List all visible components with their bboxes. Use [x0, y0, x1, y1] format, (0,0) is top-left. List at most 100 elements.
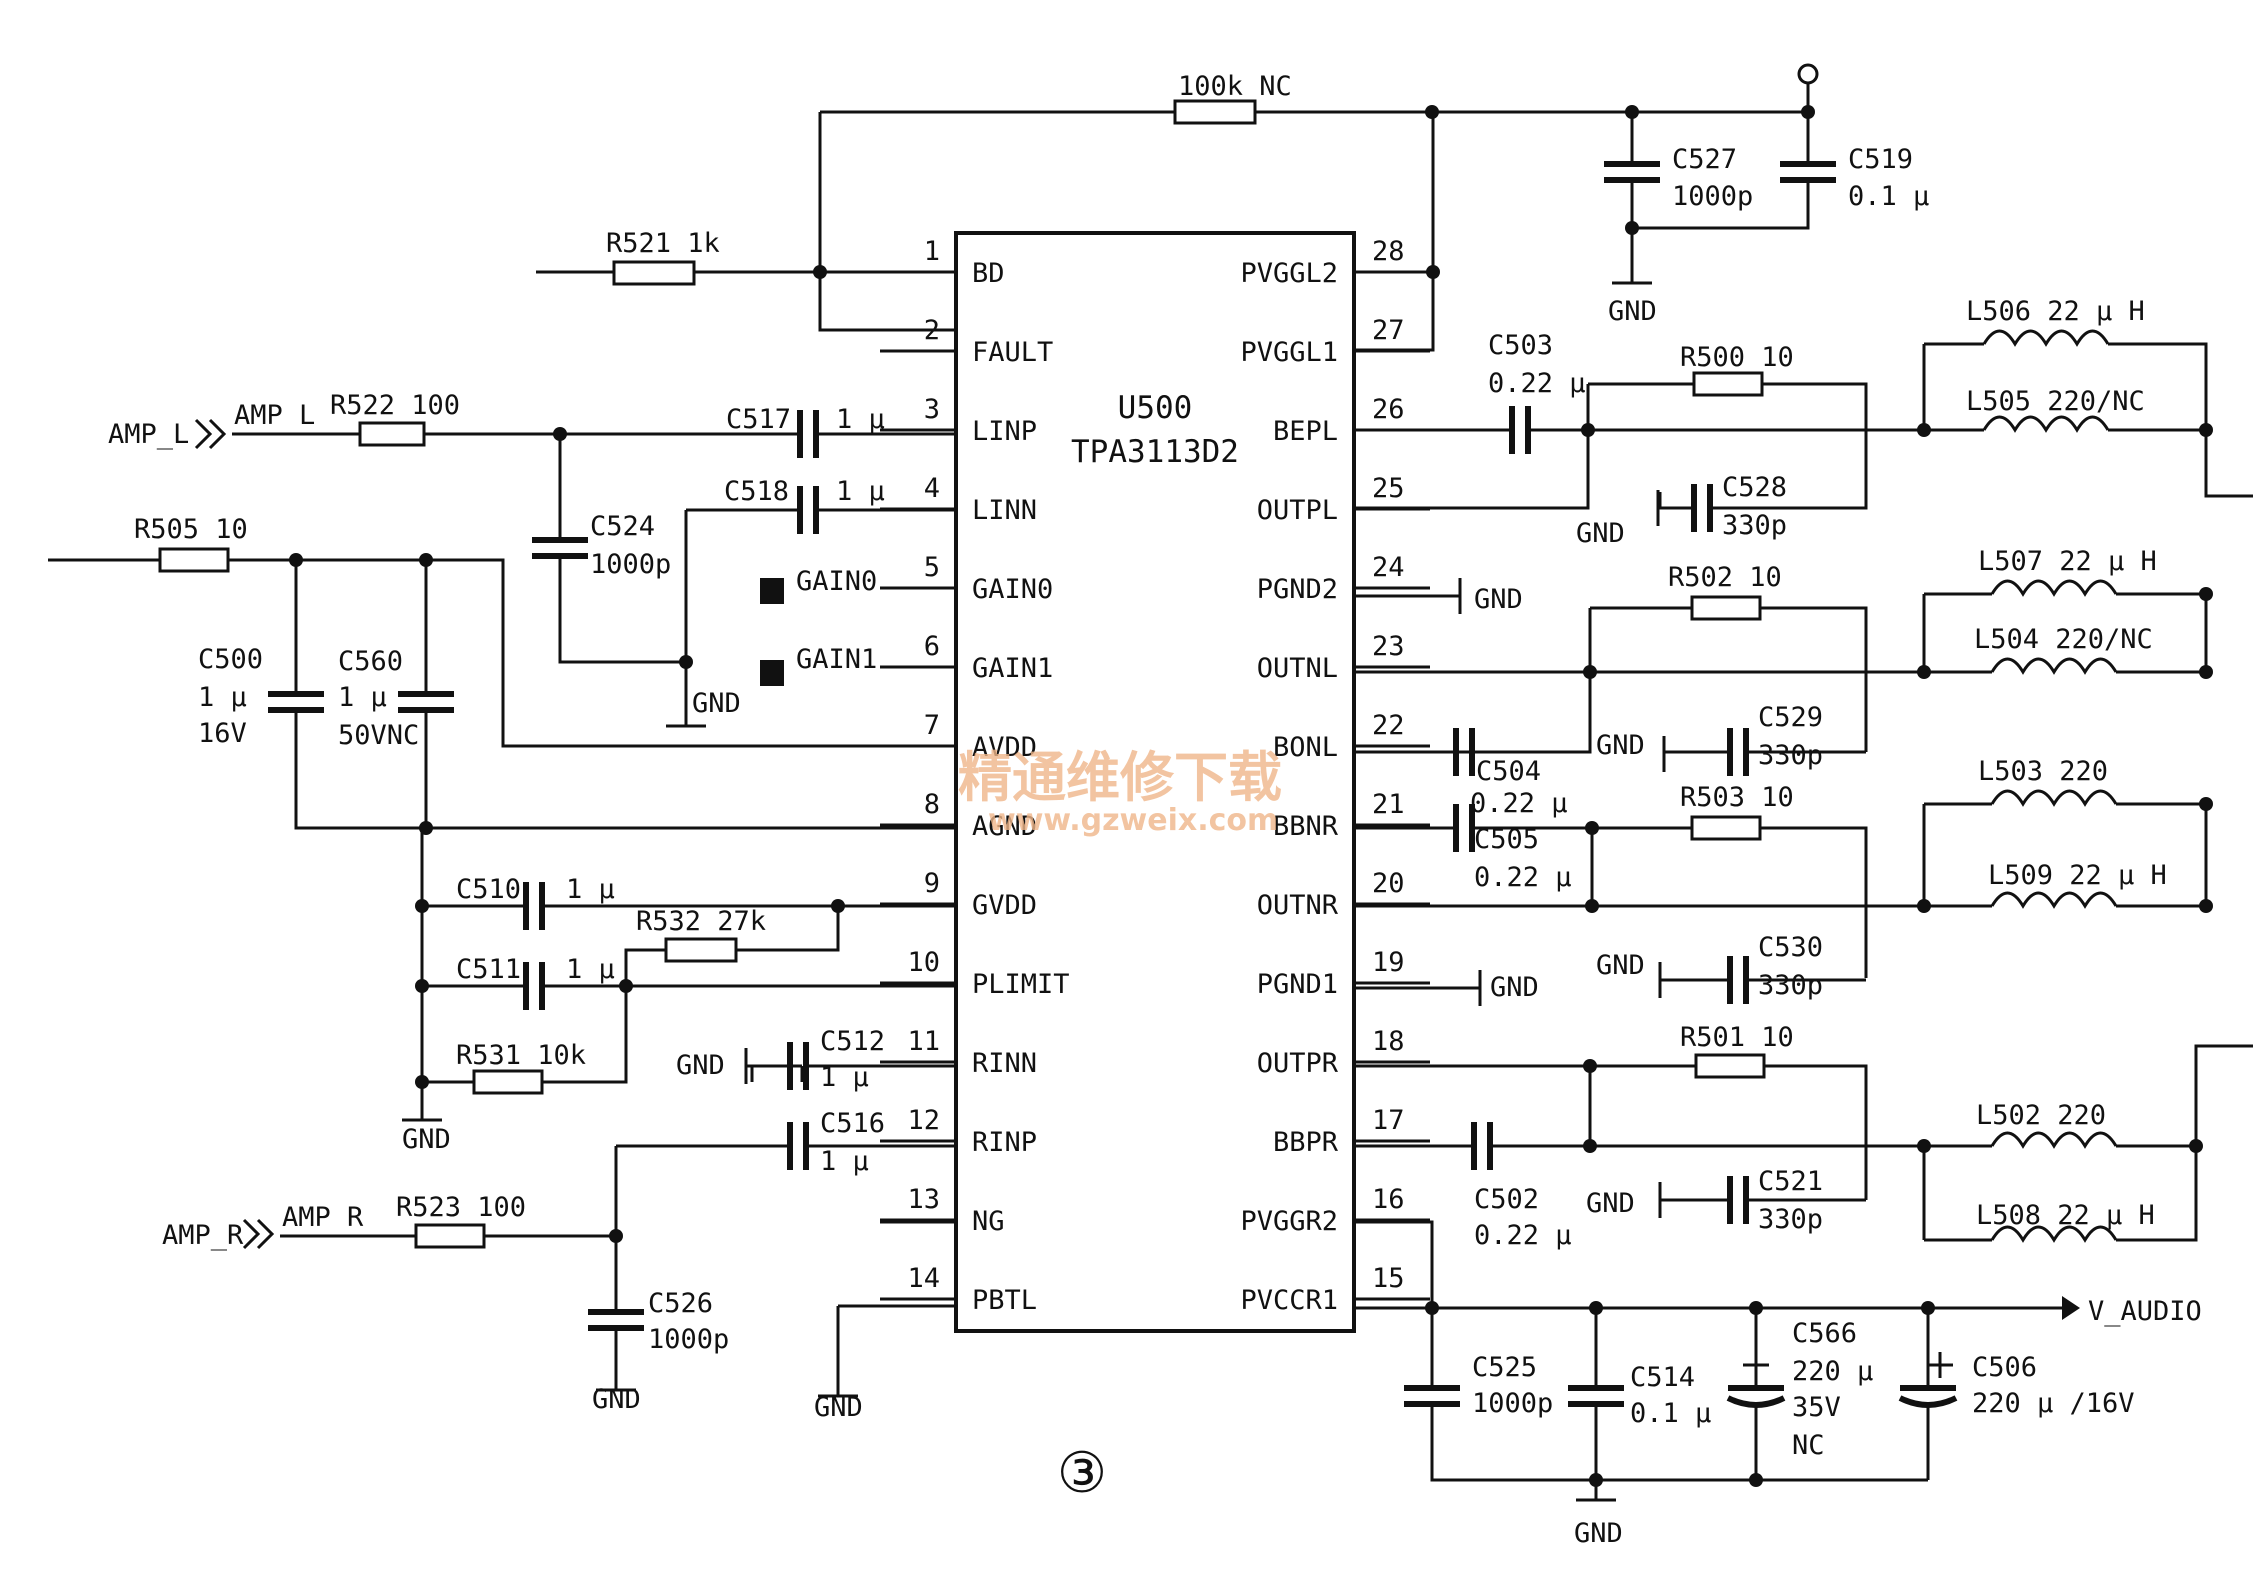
label-c519: C519 — [1848, 144, 1913, 175]
label-c524-value: 1000p — [590, 549, 671, 580]
resistor-100k-nc — [1173, 99, 1257, 125]
pin-name: PGND2 — [1257, 574, 1338, 605]
label-r523: R523 100 — [396, 1192, 526, 1223]
label-r521: R521 1k — [606, 228, 720, 259]
label-c502-value: 0.22 µ — [1474, 1220, 1572, 1251]
label-amp-l-port: AMP_L — [108, 419, 189, 450]
label-c516-value: 1 µ — [820, 1146, 869, 1177]
pin-number: 28 — [1372, 236, 1405, 267]
pin-number: 14 — [907, 1263, 940, 1294]
pin-name: BONL — [1273, 732, 1338, 763]
left-output-filter — [1354, 342, 2253, 776]
inductor-l508 — [1990, 1225, 2118, 1243]
pin-number: 17 — [1372, 1105, 1405, 1136]
label-c526: C526 — [648, 1288, 713, 1319]
right-input-network — [242, 1042, 956, 1398]
label-gnd-c529: GND — [1596, 730, 1645, 761]
label-gain0: GAIN0 — [796, 566, 877, 597]
label-l502: L502 220 — [1976, 1100, 2106, 1131]
label-l503: L503 220 — [1978, 756, 2108, 787]
left-pin-group: 1BD2FAULT3LINP4LINN5GAIN06GAIN17AVDD8AGN… — [880, 236, 1070, 1316]
right-pin-group: 28PVGGL227PVGGL126BEPL25OUTPL24PGND223OU… — [1240, 236, 1430, 1316]
label-c529-value: 330p — [1758, 740, 1823, 771]
label-c518: C518 — [724, 476, 789, 507]
label-r503: R503 10 — [1680, 782, 1794, 813]
pin-number: 23 — [1372, 631, 1405, 662]
gain0-pad — [760, 578, 784, 604]
pin-name: PVGGL1 — [1240, 337, 1338, 368]
resistor-r503 — [1690, 815, 1762, 841]
inductor-l505 — [1982, 415, 2110, 433]
pin-name: PBTL — [972, 1285, 1037, 1316]
label-gnd-c521: GND — [1586, 1188, 1635, 1219]
label-gnd-c512: GND — [676, 1050, 725, 1081]
label-v-audio: V_AUDIO — [2088, 1296, 2202, 1327]
label-gnd-linn: GND — [692, 688, 741, 719]
label-c510: C510 — [456, 874, 521, 905]
label-c560: C560 — [338, 646, 403, 677]
label-c512: C512 — [820, 1026, 885, 1057]
label-c521: C521 — [1758, 1166, 1823, 1197]
label-l507: L507 22 µ H — [1978, 546, 2157, 577]
inductor-l506 — [1982, 329, 2110, 347]
label-c517: C517 — [726, 404, 791, 435]
pin-name: AVDD — [972, 732, 1037, 763]
label-c519-value: 0.1 µ — [1848, 181, 1929, 212]
label-r522: R522 100 — [330, 390, 460, 421]
label-c500: C500 — [198, 644, 263, 675]
pin-name: PGND1 — [1257, 969, 1338, 1000]
label-gnd-bottom: GND — [1574, 1518, 1623, 1549]
label-r502: R502 10 — [1668, 562, 1782, 593]
label-r532: R532 27k — [636, 906, 766, 937]
resistor-r505 — [158, 547, 230, 573]
pin-name: OUTNL — [1257, 653, 1338, 684]
label-c525-value: 1000p — [1472, 1388, 1553, 1419]
label-l504: L504 220/NC — [1974, 624, 2153, 655]
pin-number: 6 — [924, 631, 940, 662]
label-c518-value: 1 µ — [836, 476, 885, 507]
pin-name: BEPL — [1273, 416, 1338, 447]
label-gnd-left: GND — [402, 1124, 451, 1155]
pin-number: 10 — [907, 947, 940, 978]
label-c510-value: 1 µ — [566, 874, 615, 905]
pin-name: BD — [972, 258, 1005, 289]
label-c511: C511 — [456, 954, 521, 985]
pin-number: 8 — [924, 789, 940, 820]
pin-name: OUTPR — [1257, 1048, 1339, 1079]
watermark-url: www.gzweix.com — [988, 803, 1278, 838]
label-c516: C516 — [820, 1108, 885, 1139]
label-c524: C524 — [590, 511, 655, 542]
label-c528: C528 — [1722, 472, 1787, 503]
label-c530-value: 330p — [1758, 970, 1823, 1001]
figure-label: ③ — [1057, 1441, 1107, 1506]
pin-number: 19 — [1372, 947, 1405, 978]
pin-name: LINP — [972, 416, 1037, 447]
resistor-r501 — [1694, 1053, 1766, 1079]
label-gnd-pgnd2: GND — [1474, 584, 1523, 615]
pin-name: FAULT — [972, 337, 1053, 368]
label-c521-value: 330p — [1758, 1204, 1823, 1235]
pin-name: RINP — [972, 1127, 1037, 1158]
u500-chip-body — [954, 231, 1356, 1333]
pin-number: 18 — [1372, 1026, 1405, 1057]
label-c500-value: 1 µ — [198, 682, 247, 713]
pin-number: 22 — [1372, 710, 1405, 741]
label-c503: C503 — [1488, 330, 1553, 361]
label-r531: R531 10k — [456, 1040, 586, 1071]
pin-name: PVCCR1 — [1240, 1285, 1338, 1316]
label-c514: C514 — [1630, 1362, 1695, 1393]
label-gain1: GAIN1 — [796, 644, 877, 675]
pin-number: 9 — [924, 868, 940, 899]
pin-number: 16 — [1372, 1184, 1405, 1215]
label-c505: C505 — [1474, 824, 1539, 855]
chip-part-number: TPA3113D2 — [1071, 434, 1239, 470]
label-c566-value: 220 µ — [1792, 1356, 1873, 1387]
inductor-l509 — [1990, 891, 2118, 909]
label-c512-value: 1 µ — [820, 1062, 869, 1093]
pin-number: 13 — [907, 1184, 940, 1215]
label-gnd-c530: GND — [1596, 950, 1645, 981]
pin-name: RINN — [972, 1048, 1037, 1079]
bottom-supply-network — [1354, 1220, 2080, 1502]
pin-name: PLIMIT — [972, 969, 1070, 1000]
resistor-r531 — [472, 1069, 544, 1095]
